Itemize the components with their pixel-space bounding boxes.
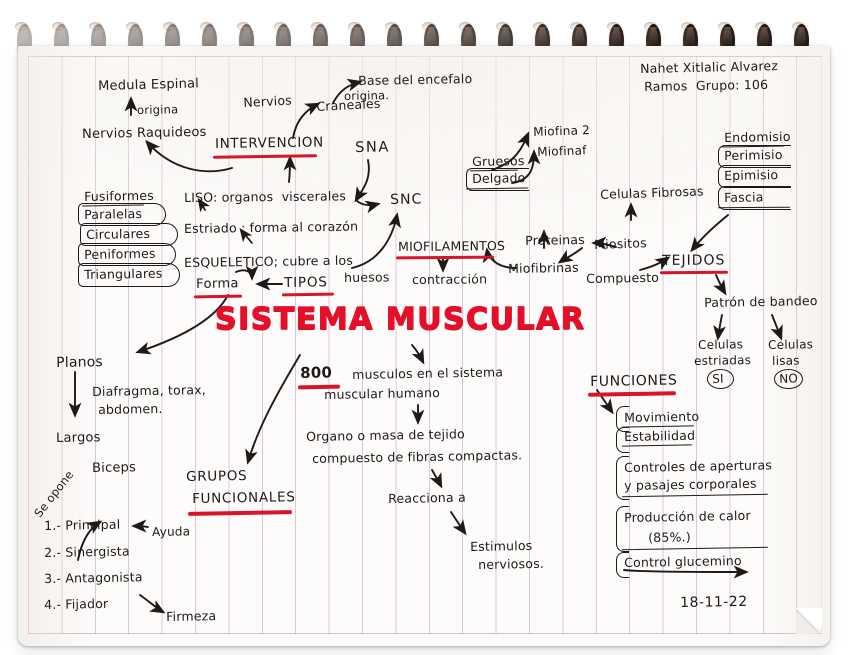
- grupo-item-0: 1.- Principal: [43, 516, 121, 533]
- delgado-bracket: [466, 168, 529, 191]
- nervios-raquideos-label: Nervios Raquideos: [81, 124, 207, 142]
- page-corner-fold: [796, 608, 822, 634]
- funcion-item-4: Producción de calor: [623, 507, 751, 525]
- capas-bracket-1: [718, 145, 791, 168]
- tipos-label: TIPOS: [283, 274, 328, 291]
- nervios-label: Nervios: [242, 92, 293, 110]
- forma-bracket-3: [78, 243, 176, 266]
- celulas-estriadas-line1: Celulas: [697, 337, 744, 352]
- celulas-lisas-line2: lisas: [771, 353, 800, 368]
- patron-bandeo-label: Patrón de bandeo: [703, 293, 818, 310]
- miofina2-label: Miofina 2: [532, 123, 591, 139]
- definicion-line7: nerviosos.: [477, 555, 545, 572]
- celulas-lisas-line1: Celulas: [767, 337, 814, 352]
- tipo-liso-label: LISO: organos viscerales: [183, 188, 347, 205]
- definicion-line6: Estimulos: [469, 537, 533, 554]
- tipo-esqueletico-label-2: huesos: [343, 269, 390, 285]
- compuesto-label: Compuesto: [585, 269, 660, 286]
- intervencion-label: INTERVENCION: [214, 134, 324, 152]
- forma-bracket-4: [78, 263, 180, 287]
- funciones-label: FUNCIONES: [590, 372, 678, 390]
- funciones-brace-3: [616, 506, 629, 552]
- diafragma-line1: Diafragma, torax,: [91, 382, 207, 399]
- definicion-line2: muscular humano: [323, 384, 441, 402]
- page-title: SISTEMA MUSCULAR: [214, 301, 586, 337]
- miofinaf-label: Miofinaf: [536, 143, 587, 159]
- capas-bracket-2: [718, 165, 791, 188]
- planos-label: Planos: [56, 354, 104, 371]
- celulas-estriadas-line2: estriadas: [693, 353, 752, 368]
- capas-bracket-3: [718, 186, 791, 210]
- origina-label-2: origina.: [343, 88, 390, 103]
- ayuda-label: Ayuda: [151, 524, 191, 539]
- forma-bracket-1: [78, 203, 166, 226]
- contraccion-label: contracción: [411, 271, 488, 287]
- miositos-label: Miositos: [593, 235, 648, 252]
- miofilamentos-label: MIOFILAMENTOS: [397, 238, 506, 254]
- si-circle: [707, 369, 734, 389]
- definicion-line3: Organo o masa de tejido: [305, 426, 466, 444]
- funcion-item-2: Controles de aperturas: [623, 457, 773, 475]
- funciones-brace-1: [616, 427, 629, 453]
- base-encefalo-label: Base del encefalo: [357, 71, 473, 88]
- medula-espinal-label: Medula Espinal: [97, 76, 200, 94]
- forma-label: Forma: [195, 276, 239, 292]
- count-800: 800: [299, 363, 333, 382]
- origina-label-1: origina: [136, 102, 179, 117]
- definicion-line5: Reacciona a: [387, 489, 466, 506]
- funcion-item-3: y pasajes corporales: [623, 475, 757, 493]
- tipo-esqueletico-label: ESQUELETICO; cubre a los: [183, 252, 354, 270]
- biceps-label: Biceps: [91, 460, 137, 476]
- funcion-item-1: Estabilidad: [623, 427, 696, 444]
- date-label: 18-11-22: [680, 593, 748, 611]
- no-circle: [774, 369, 803, 389]
- funciones-brace-4: [616, 552, 629, 578]
- diafragma-line2: abdomen.: [97, 400, 163, 417]
- largos-label: Largos: [55, 430, 101, 446]
- grupo-item-1: 2.- Sinergista: [43, 543, 130, 560]
- forma-bracket-2: [80, 223, 178, 246]
- miofibrinas-label: Miofibrinas: [507, 259, 579, 276]
- funcion-item-0: Movimiento: [623, 408, 700, 425]
- tipo-estriado-label: Estriado : forma al corazón: [183, 218, 359, 236]
- firmeza-label: Firmeza: [165, 608, 217, 624]
- definicion-line1: musculos en el sistema: [351, 364, 504, 382]
- grupos-funcionales-line2: FUNCIONALES: [191, 489, 296, 507]
- sna-label: SNA: [355, 139, 391, 156]
- grupo-item-2: 3.- Antagonista: [43, 569, 143, 586]
- grupos-funcionales-line1: GRUPOS: [185, 467, 248, 485]
- grupo-item-3: 4.- Fijador: [43, 595, 109, 612]
- capa-endomisio: Endomisio: [723, 128, 791, 145]
- student-name-line1: Nahet Xitlalic Alvarez: [639, 58, 779, 76]
- snc-label: SNC: [390, 191, 423, 208]
- tejidos-label: TEJIDOS: [662, 252, 726, 269]
- student-name-line2: Ramos Grupo: 106: [643, 76, 769, 94]
- proteinas-label: Proteinas: [524, 231, 586, 248]
- funciones-brace-2: [616, 456, 629, 500]
- funcion-item-6: Control glucemino: [623, 552, 742, 570]
- funcion-item-5: (85%.): [647, 529, 691, 545]
